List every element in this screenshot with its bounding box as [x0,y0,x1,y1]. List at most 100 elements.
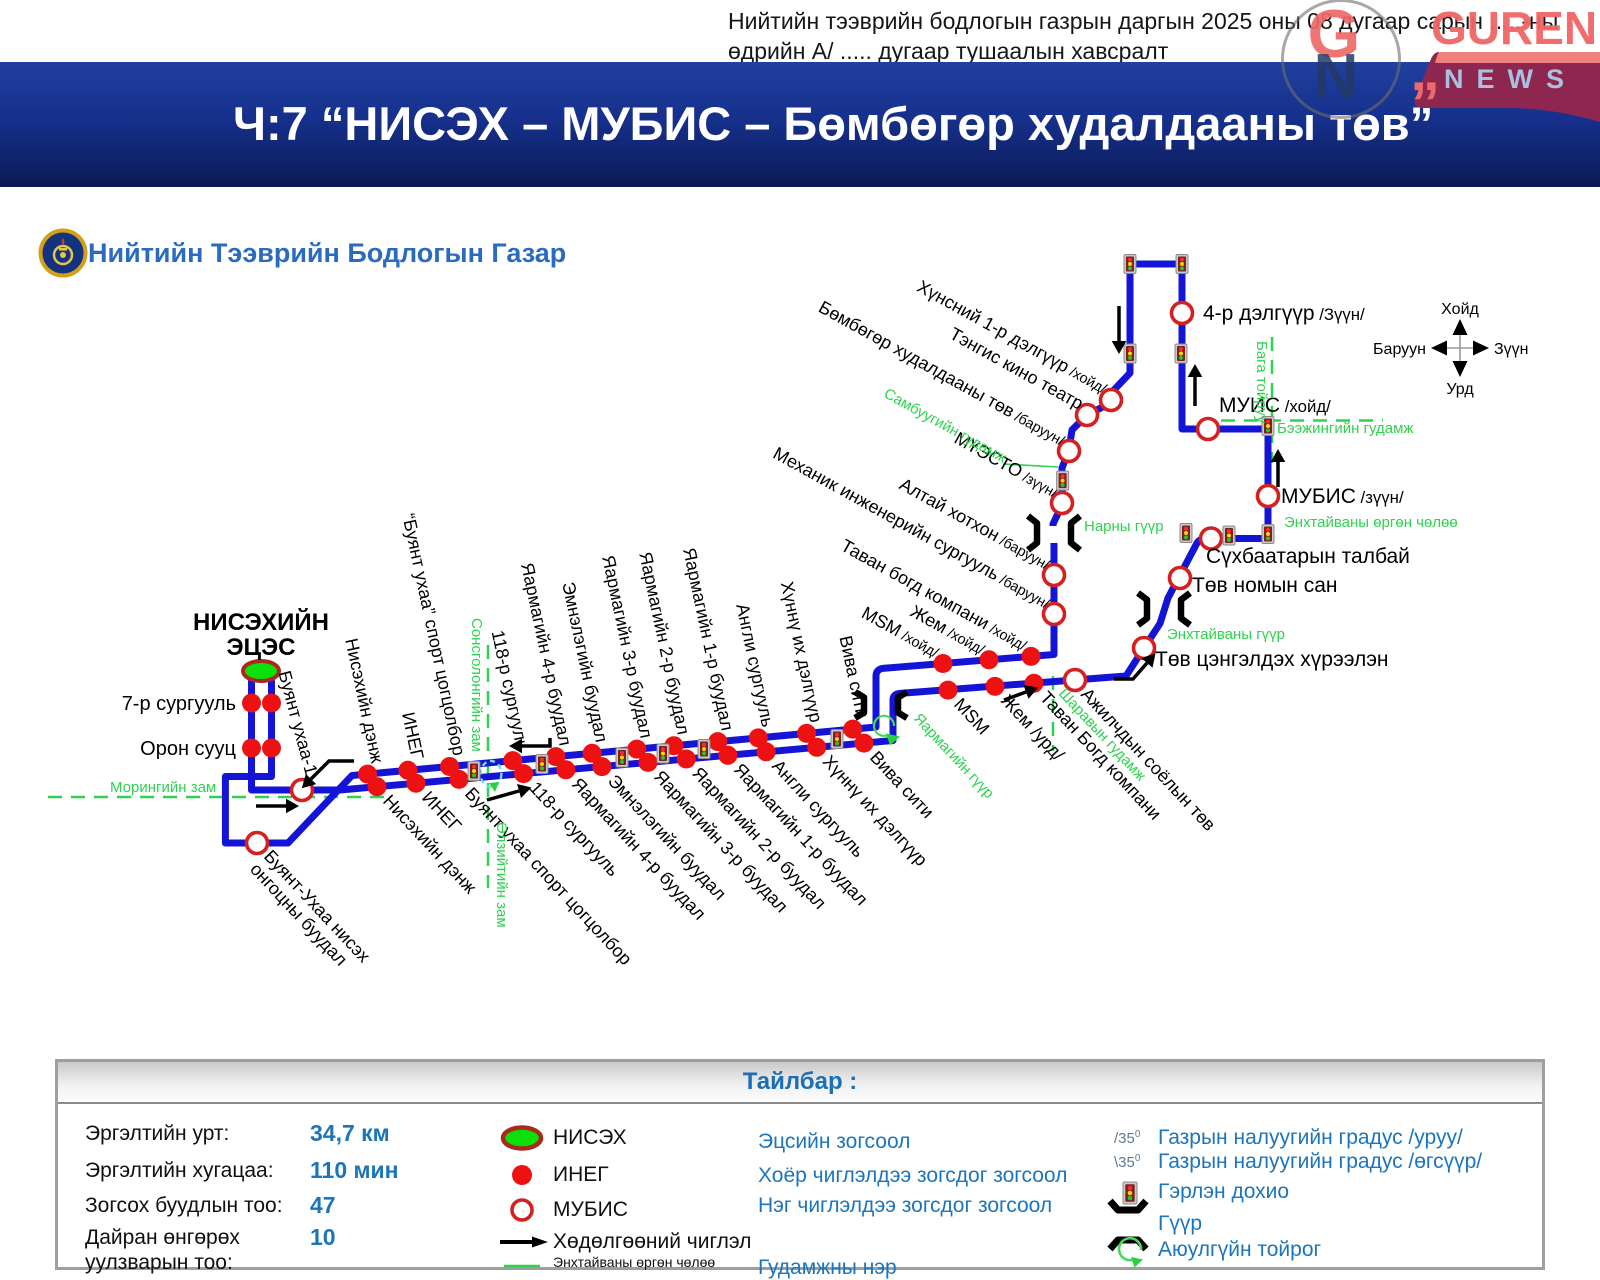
legend-stat-value: 10 [310,1224,336,1250]
news-banner-shape [1403,48,1600,128]
traffic-light-green [1227,537,1231,542]
stop-label: 7-р сургууль [122,693,236,715]
appendix-note: Нийтийн тээврийн бодлогын газрын даргын … [728,6,1600,66]
stop-label: Төв номын сан [1192,574,1338,597]
direction-arrowhead [1111,341,1127,354]
direction-arrowhead [509,738,522,754]
traffic-light-yellow [1128,262,1132,266]
bridge-right [1067,513,1083,553]
stop-dot [556,760,576,780]
terminal-label: ЭЦЭС [226,634,295,661]
traffic-light-icon [1175,254,1189,274]
stop-ring [1195,416,1221,442]
traffic-light-icon [1261,416,1275,436]
legend-terminal-icon [500,1125,544,1151]
stop-dot [676,749,696,769]
legend-slope-icon: /350 [1114,1129,1140,1147]
legend-header: Тайлбар : [58,1062,1542,1104]
bridge-l [1107,1198,1149,1214]
legend-stat-value: 34,7 км [310,1120,390,1146]
traffic-light-icon [830,729,844,749]
stop-dot [503,751,523,771]
traffic-light-red [1128,257,1132,262]
stop-dot [398,760,418,780]
bridge-left [1136,590,1151,628]
tl-yellow [1127,1190,1133,1196]
street-name-label: Бээжингийн гудамж [1277,420,1413,437]
traffic-light-green [540,766,544,771]
direction-arrowhead [286,798,299,814]
traffic-light-red [1180,257,1184,262]
traffic-light-green [472,773,476,778]
stop-dot [843,719,863,739]
traffic-light-yellow [540,762,544,766]
roundabout-arrowhead [489,782,499,792]
stop-ring [1167,565,1193,591]
traffic-light-green [1184,535,1188,540]
legend-bridge-icon [1107,1198,1149,1252]
stop-dot [262,693,281,713]
stop-dot [638,752,658,772]
street-name-label: Энхтайваны өргөн чөлөө [1284,514,1458,531]
traffic-light-green [1179,355,1183,360]
org-logo [38,228,88,283]
traffic-light-yellow [1266,532,1270,536]
route-title-banner: Ч:7 “НИСЭХ – МУБИС – Бөмбөгөр худалдааны… [0,62,1600,187]
traffic-light-green [1180,266,1184,271]
compass-north: Хойд [1441,301,1479,318]
roundabout-arrowhead [886,733,900,746]
traffic-light-icon [1123,343,1137,364]
stop-label: Төв цэнгэлдэх хүрээлэн [1155,648,1389,671]
direction-arrowhead [1141,653,1156,668]
guren-logo-n: N [1313,42,1359,111]
roundabout-icon [872,714,896,737]
legend-symbol-label: Энхтайваны өргөн чөлөө [553,1254,716,1270]
bridge-icon [853,689,909,721]
slope-text: \35 [1114,1154,1135,1171]
stop-ring [1041,562,1067,588]
terminal-ellipse [241,659,281,683]
traffic-light-red [661,747,665,752]
roundabout-icon-cyan [479,759,503,789]
bridge-left [1025,513,1041,553]
traffic-light-yellow [620,755,624,760]
legend-right-label: Аюулгүйн тойрог [1158,1238,1322,1261]
traffic-light-red [835,732,839,737]
stop-label: МУБИС /зүүн/ [1281,485,1404,508]
street-name-label: Нарны гүүр [1084,518,1164,535]
legend-stat-value: 110 мин [310,1157,399,1183]
direction-arrowhead [1023,685,1039,699]
route-line [221,260,1272,847]
traffic-light-icon [697,739,711,759]
stop-label: Сүхбаатарын талбай [1206,545,1410,568]
stop-label: МУИС /хойд/ [1219,394,1331,417]
legend-open-stop-icon [510,1198,534,1222]
legend-right-label: Гүүр [1158,1212,1203,1235]
traffic-light-yellow [661,751,665,756]
traffic-light-red [1266,419,1270,424]
legend-right-label: Газрын налуугийн градус /уруу/ [1158,1126,1463,1149]
traffic-light-yellow [1227,533,1231,538]
traffic-light-icon [1123,254,1137,274]
traffic-light-icon [1222,525,1236,546]
legend-roundabout-head [1131,1257,1143,1268]
slope-text: /35 [1114,1130,1135,1147]
traffic-light-red [1184,526,1188,531]
traffic-light-icon [535,754,549,774]
traffic-light-red [1227,529,1231,534]
traffic-light-icon [656,743,670,764]
stop-label: 4-р дэлгүүр /Зүүн/ [1203,302,1365,325]
stop-dot [514,764,533,784]
legend-arrow-head [532,1236,548,1248]
appendix-note-line2: өдрийн А/ ..... дугаар тушаалын хавсралт [728,38,1169,64]
legend-traffic-icon [1122,1181,1138,1205]
traffic-light-icon [1261,524,1275,544]
appendix-note-line1: Нийтийн тээврийн бодлогын газрын даргын … [728,8,1559,34]
tl-green [1127,1195,1133,1201]
stop-dot [546,747,566,767]
legend-symbol-label: МУБИС [553,1198,628,1221]
stop-ring [244,830,270,856]
legend-symbol-label: НИСЭХ [553,1126,627,1149]
